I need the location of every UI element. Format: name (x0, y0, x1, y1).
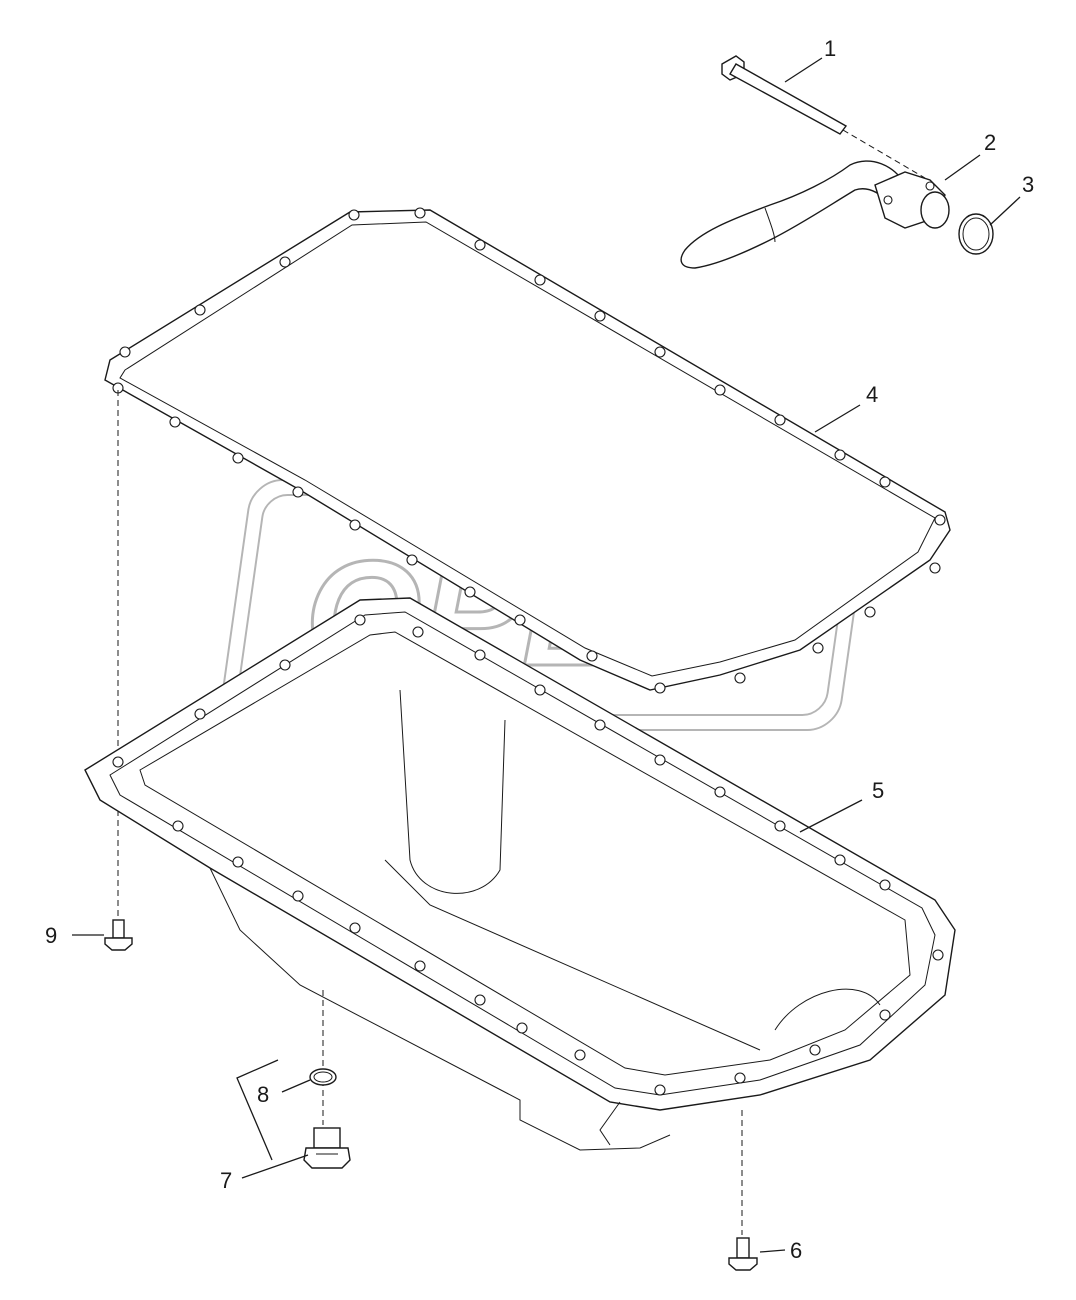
callout-labels: 1 2 3 4 5 6 7 8 9 (45, 36, 1034, 1263)
leader-7 (241, 1154, 309, 1179)
gasket-bolt-holes (112, 207, 946, 694)
oil-pan-part-5 (84, 597, 956, 1235)
leader-8 (281, 1079, 311, 1093)
leader-3 (989, 196, 1021, 226)
sealing-ring-part-8 (309, 1068, 337, 1086)
callout-4: 4 (866, 382, 878, 407)
oil-pan-bolt-holes (112, 614, 944, 1096)
callout-3: 3 (1022, 172, 1034, 197)
leader-2 (944, 154, 981, 181)
leader-bracket-7-8 (236, 1059, 279, 1161)
leader-4 (814, 404, 861, 433)
flange-bolt-part-6 (728, 1237, 758, 1271)
leader-lines (72, 57, 1021, 1253)
bolt-part-1 (721, 55, 926, 179)
drain-plug-part-7 (303, 1127, 351, 1169)
leader-5 (799, 799, 863, 833)
o-ring-part-3 (958, 213, 994, 255)
gasket-part-4 (104, 207, 951, 920)
callout-2: 2 (984, 130, 996, 155)
callout-1: 1 (824, 36, 836, 61)
callout-8: 8 (257, 1082, 269, 1107)
callout-9: 9 (45, 923, 57, 948)
leader-1 (784, 57, 823, 83)
leader-6 (759, 1249, 786, 1253)
suction-pipe-part-2 (680, 160, 950, 269)
callout-5: 5 (872, 778, 884, 803)
flange-bolt-part-9 (104, 919, 133, 951)
callout-7: 7 (220, 1168, 232, 1193)
callout-6: 6 (790, 1238, 802, 1263)
